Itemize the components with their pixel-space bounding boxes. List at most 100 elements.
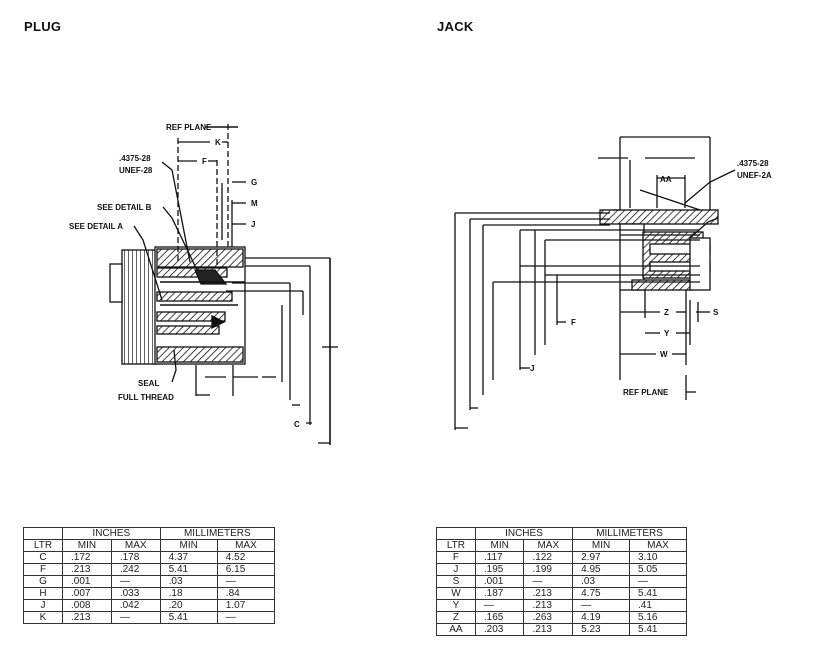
table-cell-value: .84 (216, 587, 276, 600)
table-cell-letter: S (436, 575, 476, 588)
table-cell-letter: K (22, 611, 64, 624)
table-cell-letter: H (22, 587, 64, 600)
table-cell-value: 5.41 (159, 611, 218, 624)
table-cell-value: .001 (474, 575, 525, 588)
table-cell-value: .41 (629, 599, 687, 612)
table-cell-value: — (110, 611, 161, 624)
plug-g-label: G (251, 178, 257, 187)
jack-w-label: W (660, 350, 668, 359)
plug-k-label: K (215, 138, 221, 147)
plug-insulator (156, 291, 233, 302)
jack-thread-body (599, 209, 719, 225)
table-cell-value: 5.23 (572, 623, 631, 636)
table-cell-value: — (572, 599, 631, 612)
table-row: G.001—.03— (22, 575, 276, 588)
table-cell-value: .213 (62, 611, 112, 624)
jack-f-label: F (571, 318, 576, 327)
plug-pin-tip (211, 314, 226, 330)
plug-nut-lip (109, 263, 123, 303)
table-cell-letter: F (22, 563, 64, 576)
table-cell-value: .007 (62, 587, 112, 600)
table-cell-value: .172 (62, 551, 112, 564)
table-cell-value: .18 (159, 587, 218, 600)
jack-col-in-max: MAX (523, 539, 574, 552)
plug-callouts: REF PLANE K .4375-28 UNEF-28 F G SEE DET… (69, 123, 300, 429)
plug-heading: PLUG (24, 19, 62, 34)
jack-j-label: J (530, 364, 534, 373)
plug-full-thread-label: FULL THREAD (118, 393, 174, 402)
jack-thread-label-2: UNEF-2A (737, 171, 772, 180)
jack-heading: JACK (437, 19, 474, 34)
table-cell-value: .165 (474, 611, 525, 624)
table-cell-letter: W (436, 587, 476, 600)
table-cell-value: — (629, 575, 687, 588)
table-cell-value: .203 (474, 623, 525, 636)
table-row: Y—.213—.41 (436, 599, 687, 612)
table-row: K.213—5.41— (22, 611, 276, 624)
table-cell-value: 4.75 (572, 587, 631, 600)
table-cell-value: 6.15 (216, 563, 276, 576)
table-cell-value: .213 (523, 599, 574, 612)
table-cell-letter: J (436, 563, 476, 576)
plug-col-mm-max: MAX (216, 539, 276, 552)
table-cell-value: .178 (110, 551, 161, 564)
table-cell-value: .008 (62, 599, 112, 612)
table-cell-letter: J (22, 599, 64, 612)
jack-group-millimeters: MILLIMETERS (572, 527, 687, 540)
plug-upper-wall (156, 248, 244, 268)
table-cell-value: 4.52 (216, 551, 276, 564)
table-row: S.001—.03— (436, 575, 687, 588)
table-cell-value: .042 (110, 599, 161, 612)
table-cell-value: .033 (110, 587, 161, 600)
table-cell-value: 5.05 (629, 563, 687, 576)
jack-drawing (454, 136, 719, 430)
plug-col-ltr: LTR (22, 539, 64, 552)
table-cell-letter: Z (436, 611, 476, 624)
table-cell-value: .117 (474, 551, 525, 564)
plug-see-detail-b-label: SEE DETAIL B (97, 203, 152, 212)
jack-ref-plane-label: REF PLANE (623, 388, 669, 397)
table-cell-value: — (523, 575, 574, 588)
plug-thread-label-2: UNEF-28 (119, 166, 153, 175)
table-cell-value: .199 (523, 563, 574, 576)
jack-group-inches: INCHES (474, 527, 574, 540)
table-cell-value: .20 (159, 599, 218, 612)
plug-group-inches: INCHES (62, 527, 161, 540)
table-cell-value: .001 (62, 575, 112, 588)
table-cell-value: 5.41 (629, 587, 687, 600)
jack-thread-label-1: .4375-28 (737, 159, 769, 168)
plug-f-label: F (202, 157, 207, 166)
jack-s-label: S (713, 308, 719, 317)
plug-m-label: M (251, 199, 258, 208)
table-cell-value: 5.41 (629, 623, 687, 636)
table-cell-value: .213 (523, 587, 574, 600)
plug-detail-b (194, 269, 228, 285)
jack-dimension-table: INCHES MILLIMETERS LTR MIN MAX MIN MAX F… (436, 527, 687, 636)
table-cell-letter: G (22, 575, 64, 588)
table-cell-value: 1.07 (216, 599, 276, 612)
plug-seal-label: SEAL (138, 379, 159, 388)
plug-j-label: J (251, 220, 255, 229)
table-cell-letter: C (22, 551, 64, 564)
plug-contact-upper (156, 267, 228, 278)
table-cell-value: 4.37 (159, 551, 218, 564)
table-cell-value: — (216, 575, 276, 588)
table-cell-value: .195 (474, 563, 525, 576)
table-cell-value: .213 (523, 623, 574, 636)
table-cell-value: 4.19 (572, 611, 631, 624)
table-cell-value: .263 (523, 611, 574, 624)
plug-see-detail-a-label: SEE DETAIL A (69, 222, 123, 231)
table-cell-letter: F (436, 551, 476, 564)
table-cell-value: 2.97 (572, 551, 631, 564)
table-row: H.007.033.18.84 (22, 587, 276, 600)
table-cell-value: .213 (62, 563, 112, 576)
